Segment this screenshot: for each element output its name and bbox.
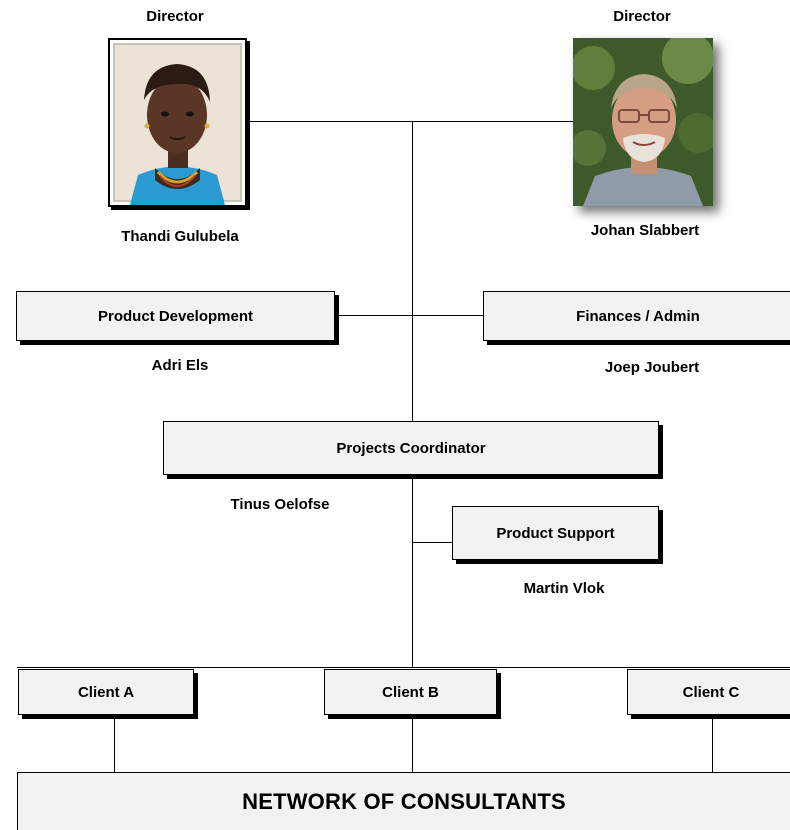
client-a-label: Client A xyxy=(77,683,135,701)
director-title: Director xyxy=(146,8,204,25)
product-development-label: Product Development xyxy=(97,307,254,325)
connector-client-b-network xyxy=(412,715,413,772)
projects-coordinator-person: Tinus Oelofse xyxy=(230,496,330,513)
product-support-person: Martin Vlok xyxy=(523,580,605,597)
product-support-label: Product Support xyxy=(496,524,615,542)
projects-coordinator-label: Projects Coordinator xyxy=(336,439,486,457)
director-photo xyxy=(108,38,247,207)
projects-coordinator-box: Projects Coordinator xyxy=(163,421,659,475)
connector-client-c-network xyxy=(712,715,713,772)
product-development-person: Adri Els xyxy=(151,357,209,374)
connector-departments-horizontal xyxy=(335,315,484,316)
connector-coordinator-vertical xyxy=(412,478,413,668)
connector-support-horizontal xyxy=(412,542,452,543)
client-c-box: Client C xyxy=(627,669,790,715)
client-a-box: Client A xyxy=(18,669,194,715)
client-c-label: Client C xyxy=(682,683,740,701)
director-name: Johan Slabbert xyxy=(590,222,700,239)
connector-main-vertical xyxy=(412,121,413,421)
client-b-box: Client B xyxy=(324,669,497,715)
network-of-consultants-label: NETWORK OF CONSULTANTS xyxy=(242,788,566,814)
finances-admin-box: Finances / Admin xyxy=(483,291,790,341)
director-title: Director xyxy=(613,8,671,25)
finances-admin-label: Finances / Admin xyxy=(576,307,700,325)
client-b-label: Client B xyxy=(382,683,439,701)
finances-admin-person: Joep Joubert xyxy=(604,359,700,376)
connector-directors-horizontal xyxy=(245,121,575,122)
connector-clients-horizontal xyxy=(17,667,790,668)
director-name: Thandi Gulubela xyxy=(121,228,239,245)
connector-client-a-network xyxy=(114,715,115,772)
product-support-box: Product Support xyxy=(452,506,659,560)
director-photo xyxy=(573,38,713,206)
product-development-box: Product Development xyxy=(16,291,335,341)
network-of-consultants-box: NETWORK OF CONSULTANTS xyxy=(17,772,790,830)
